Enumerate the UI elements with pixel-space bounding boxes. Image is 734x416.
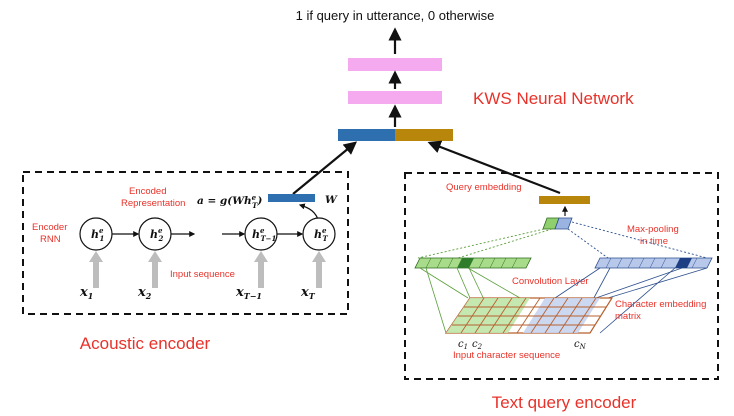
- query-embedding: [539, 196, 590, 204]
- encoded-representation-label: Encoded Representation: [121, 186, 185, 209]
- feature-map-blue: [594, 257, 713, 269]
- char-c2: c2: [472, 339, 483, 351]
- input-char-sequence-label: Input character sequence: [453, 350, 560, 361]
- char-embedding-label: Character embedding matrix: [615, 299, 709, 322]
- input-xT: xT: [300, 285, 316, 301]
- encoder-rnn-label: Encoder RNN: [32, 222, 70, 245]
- acoustic-encoder-title: Acoustic encoder: [80, 334, 211, 353]
- input-arrow-2: [148, 251, 162, 288]
- input-sequence-label: Input sequence: [170, 269, 235, 280]
- pool-line-green-left: [417, 228, 545, 259]
- input-arrow-1: [89, 251, 103, 288]
- arrow-text-to-concat: [427, 140, 561, 195]
- pool-line-green-mid: [457, 228, 553, 259]
- input-x2: x2: [137, 285, 152, 301]
- svg-text:he1: he1: [91, 226, 104, 243]
- char-embedding-matrix: [444, 297, 614, 334]
- input-arrow-t: [312, 251, 326, 288]
- feature-map-green: [414, 257, 532, 269]
- dense-layer-1: [348, 91, 442, 104]
- weight-label: W: [325, 194, 338, 206]
- dense-layer-2: [348, 58, 442, 71]
- pool-line-blue-left: [567, 228, 609, 259]
- concat-acoustic-part: [338, 129, 395, 141]
- input-xT-minus-1: xT−1: [235, 285, 262, 301]
- pool-line-blue-right: [571, 221, 708, 259]
- concat-text-part: [395, 129, 453, 141]
- input-x1: x1: [79, 285, 93, 301]
- kws-title: KWS Neural Network: [473, 89, 634, 108]
- text-encoder-box: [404, 172, 719, 380]
- input-arrow-t-minus-1: [254, 251, 268, 288]
- svg-text:heT−1: heT−1: [252, 226, 276, 243]
- acoustic-embedding: [268, 194, 315, 202]
- char-c1: c1: [458, 339, 468, 351]
- convolution-layer-label: Convolution Layer: [512, 276, 589, 287]
- acoustic-encoder-box: [22, 171, 349, 315]
- max-pooling-label: Max-pooling in time: [627, 224, 681, 247]
- svg-text:heT: heT: [314, 226, 328, 243]
- pooled-vector: [542, 217, 573, 230]
- text-encoder-title: Text query encoder: [492, 393, 637, 412]
- query-embedding-label: Query embedding: [446, 182, 522, 193]
- svg-text:he2: he2: [150, 226, 163, 243]
- arrow-acoustic-to-concat: [292, 141, 358, 195]
- output-label: 1 if query in utterance, 0 otherwise: [296, 8, 495, 23]
- char-cN: cN: [574, 339, 587, 351]
